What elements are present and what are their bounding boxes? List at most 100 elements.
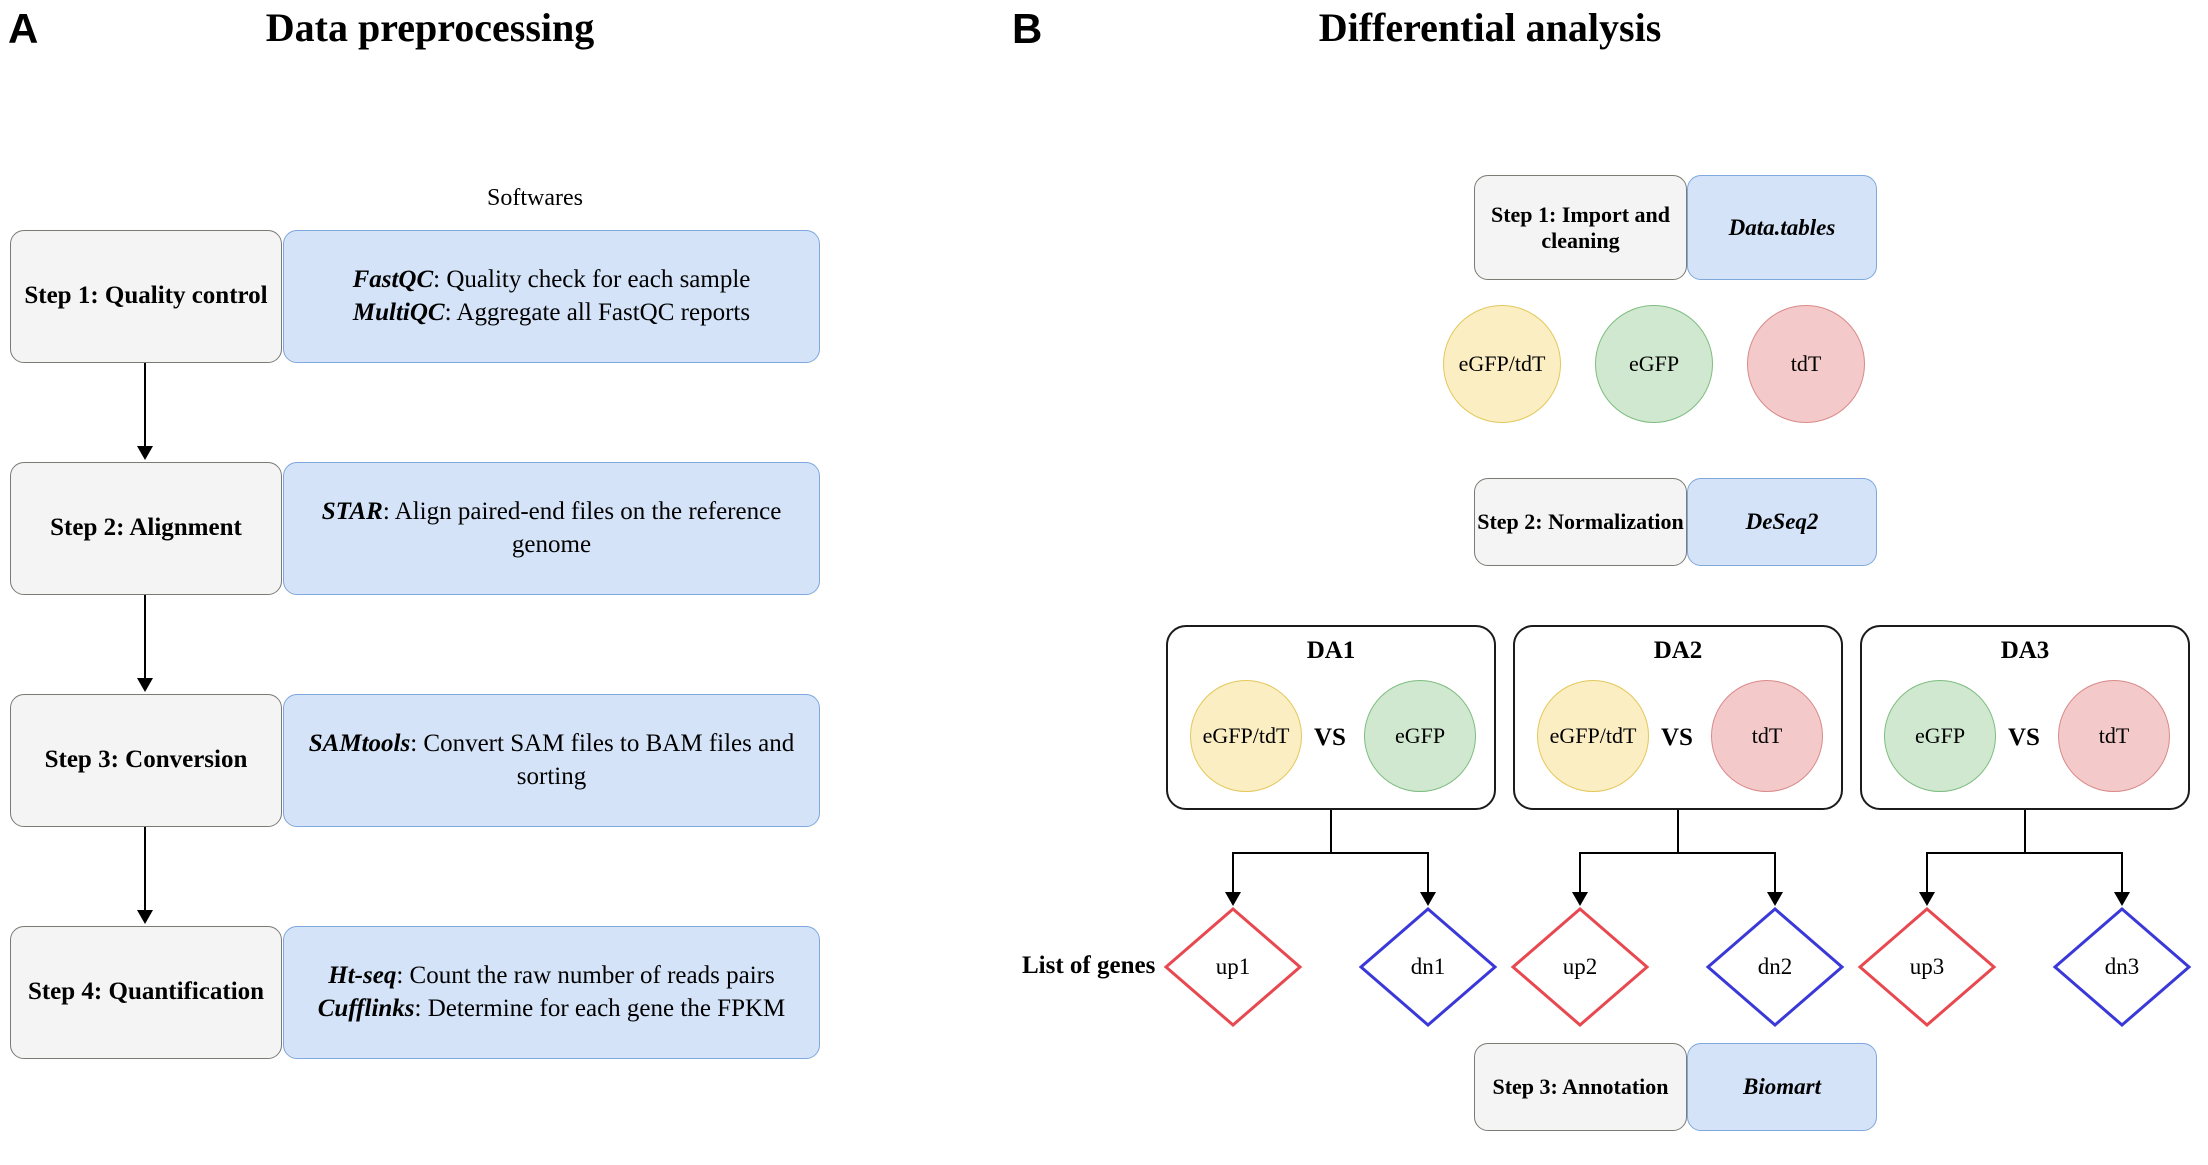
step-label: Step 1: Quality control bbox=[24, 282, 268, 310]
step-box-alignment[interactable]: Step 2: Alignment bbox=[10, 462, 282, 595]
software-line-list: SAMtools: Convert SAM files to BAM files… bbox=[304, 728, 799, 793]
analysis-step-box-import[interactable]: Step 1: Import and cleaning bbox=[1474, 175, 1687, 280]
arrow-shaft bbox=[144, 363, 147, 448]
sample-label: eGFP bbox=[1628, 351, 1680, 376]
software-desc: : Aggregate all FastQC reports bbox=[444, 298, 751, 326]
arrow-head-icon bbox=[137, 910, 153, 924]
panel-b-title: Differential analysis bbox=[1318, 5, 1662, 50]
sample-label: eGFP/tdT bbox=[1549, 723, 1637, 748]
arrow-shaft bbox=[144, 595, 147, 680]
comparison-title: DA1 bbox=[1306, 637, 1356, 664]
sample-label: eGFP/tdT bbox=[1202, 723, 1290, 748]
comparison-box-da2[interactable]: DA2 eGFP/tdT VS tdT bbox=[1513, 625, 1843, 810]
connector-bar bbox=[1580, 852, 1776, 855]
softwares-caption: Softwares bbox=[487, 185, 583, 211]
comparison-title: DA3 bbox=[2000, 637, 2050, 664]
software-desc: : Quality check for each sample bbox=[433, 266, 751, 293]
connector-branch-left bbox=[1232, 852, 1235, 894]
diamond-shape-icon bbox=[1510, 907, 1650, 1027]
software-line-list: Ht-seq: Count the raw number of reads pa… bbox=[318, 960, 786, 1025]
sample-label: eGFP/tdT bbox=[1458, 351, 1546, 376]
gene-diamond-up1[interactable]: up1 bbox=[1163, 906, 1303, 1028]
software-box-alignment[interactable]: STAR: Align paired-end files on the refe… bbox=[283, 462, 820, 595]
software-line: SAMtools: Convert SAM files to BAM files… bbox=[304, 728, 799, 793]
software-desc: : Convert SAM files to BAM files and sor… bbox=[410, 730, 795, 790]
diamond-shape-icon bbox=[1857, 907, 1997, 1027]
panel-b-letter: B bbox=[1012, 5, 1043, 52]
gene-diamond-dn1[interactable]: dn1 bbox=[1358, 906, 1498, 1028]
step-label: Step 2: Normalization bbox=[1477, 509, 1684, 535]
analysis-software-box-normalization[interactable]: DeSeq2 bbox=[1687, 478, 1877, 566]
gene-diamond-up3[interactable]: up3 bbox=[1857, 906, 1997, 1028]
comparison-left-circle[interactable]: eGFP/tdT bbox=[1537, 680, 1649, 792]
comparison-right-circle[interactable]: tdT bbox=[1711, 680, 1823, 792]
connector-branch-left bbox=[1579, 852, 1582, 894]
software-line-list: STAR: Align paired-end files on the refe… bbox=[302, 496, 802, 561]
software-name: Cufflinks bbox=[317, 994, 415, 1022]
panel-a-letter: A bbox=[8, 5, 39, 52]
comparison-right-circle[interactable]: tdT bbox=[2058, 680, 2170, 792]
software-desc: : Determine for each gene the FPKM bbox=[414, 994, 786, 1022]
comparison-left-circle[interactable]: eGFP/tdT bbox=[1190, 680, 1302, 792]
arrow-head-icon bbox=[1572, 892, 1588, 906]
software-desc: : Align paired-end files on the referenc… bbox=[382, 498, 782, 558]
step-label: Step 1: Import and cleaning bbox=[1490, 202, 1671, 253]
arrow-shaft bbox=[144, 827, 147, 912]
step-box-quantification[interactable]: Step 4: Quantification bbox=[10, 926, 282, 1059]
sample-label: eGFP bbox=[1394, 723, 1446, 748]
comparison-left-circle[interactable]: eGFP bbox=[1884, 680, 1996, 792]
diamond-label: dn2 bbox=[1757, 954, 1793, 979]
software-name: Data.tables bbox=[1728, 214, 1836, 240]
step-box-quality-control[interactable]: Step 1: Quality control bbox=[10, 230, 282, 363]
software-name: FastQC bbox=[352, 266, 434, 293]
connector-stem bbox=[2024, 810, 2027, 854]
software-line-list: FastQC: Quality check for each sample Mu… bbox=[353, 264, 751, 329]
gene-diamond-dn3[interactable]: dn3 bbox=[2052, 906, 2192, 1028]
software-name: STAR bbox=[321, 498, 383, 525]
step-label: Step 3: Annotation bbox=[1492, 1074, 1669, 1100]
sample-label: tdT bbox=[2098, 723, 2130, 748]
step-box-conversion[interactable]: Step 3: Conversion bbox=[10, 694, 282, 827]
vs-operator: VS bbox=[2008, 724, 2040, 751]
diamond-shape-icon bbox=[1358, 907, 1498, 1027]
vs-operator: VS bbox=[1314, 724, 1346, 751]
software-box-quantification[interactable]: Ht-seq: Count the raw number of reads pa… bbox=[283, 926, 820, 1059]
diamond-label: up2 bbox=[1562, 954, 1598, 979]
vs-operator: VS bbox=[1661, 724, 1693, 751]
software-line: FastQC: Quality check for each sample bbox=[353, 264, 751, 297]
software-name: Biomart bbox=[1743, 1074, 1821, 1099]
connector-bar bbox=[1927, 852, 2123, 855]
comparison-box-da3[interactable]: DA3 eGFP VS tdT bbox=[1860, 625, 2190, 810]
software-line: Ht-seq: Count the raw number of reads pa… bbox=[318, 960, 786, 993]
connector-stem bbox=[1330, 810, 1333, 854]
arrow-head-icon bbox=[137, 678, 153, 692]
sample-circle-egfp[interactable]: eGFP bbox=[1595, 305, 1713, 423]
software-box-quality-control[interactable]: FastQC: Quality check for each sample Mu… bbox=[283, 230, 820, 363]
sample-label: eGFP bbox=[1914, 723, 1966, 748]
comparison-right-circle[interactable]: eGFP bbox=[1364, 680, 1476, 792]
panel-a-title: Data preprocessing bbox=[265, 5, 595, 50]
sample-label: tdT bbox=[1751, 723, 1783, 748]
gene-diamond-up2[interactable]: up2 bbox=[1510, 906, 1650, 1028]
analysis-step-box-annotation[interactable]: Step 3: Annotation bbox=[1474, 1043, 1687, 1131]
software-line: STAR: Align paired-end files on the refe… bbox=[302, 496, 802, 561]
arrow-head-icon bbox=[1420, 892, 1436, 906]
connector-bar bbox=[1233, 852, 1429, 855]
sample-circle-egfp-tdt[interactable]: eGFP/tdT bbox=[1443, 305, 1561, 423]
arrow-head-icon bbox=[137, 446, 153, 460]
software-name: MultiQC bbox=[352, 298, 445, 326]
software-line: MultiQC: Aggregate all FastQC reports bbox=[353, 297, 751, 330]
analysis-software-box-import[interactable]: Data.tables bbox=[1687, 175, 1877, 280]
list-of-genes-label: List of genes bbox=[1022, 952, 1156, 979]
software-desc: : Count the raw number of reads pairs bbox=[396, 962, 775, 989]
diamond-label: dn1 bbox=[1410, 954, 1446, 979]
sample-circle-tdt[interactable]: tdT bbox=[1747, 305, 1865, 423]
analysis-software-box-annotation[interactable]: Biomart bbox=[1687, 1043, 1877, 1131]
software-name: DeSeq2 bbox=[1745, 509, 1819, 534]
comparison-box-da1[interactable]: DA1 eGFP/tdT VS eGFP bbox=[1166, 625, 1496, 810]
analysis-step-box-normalization[interactable]: Step 2: Normalization bbox=[1474, 478, 1687, 566]
arrow-head-icon bbox=[1225, 892, 1241, 906]
gene-diamond-dn2[interactable]: dn2 bbox=[1705, 906, 1845, 1028]
software-box-conversion[interactable]: SAMtools: Convert SAM files to BAM files… bbox=[283, 694, 820, 827]
diamond-label: up1 bbox=[1215, 954, 1251, 979]
